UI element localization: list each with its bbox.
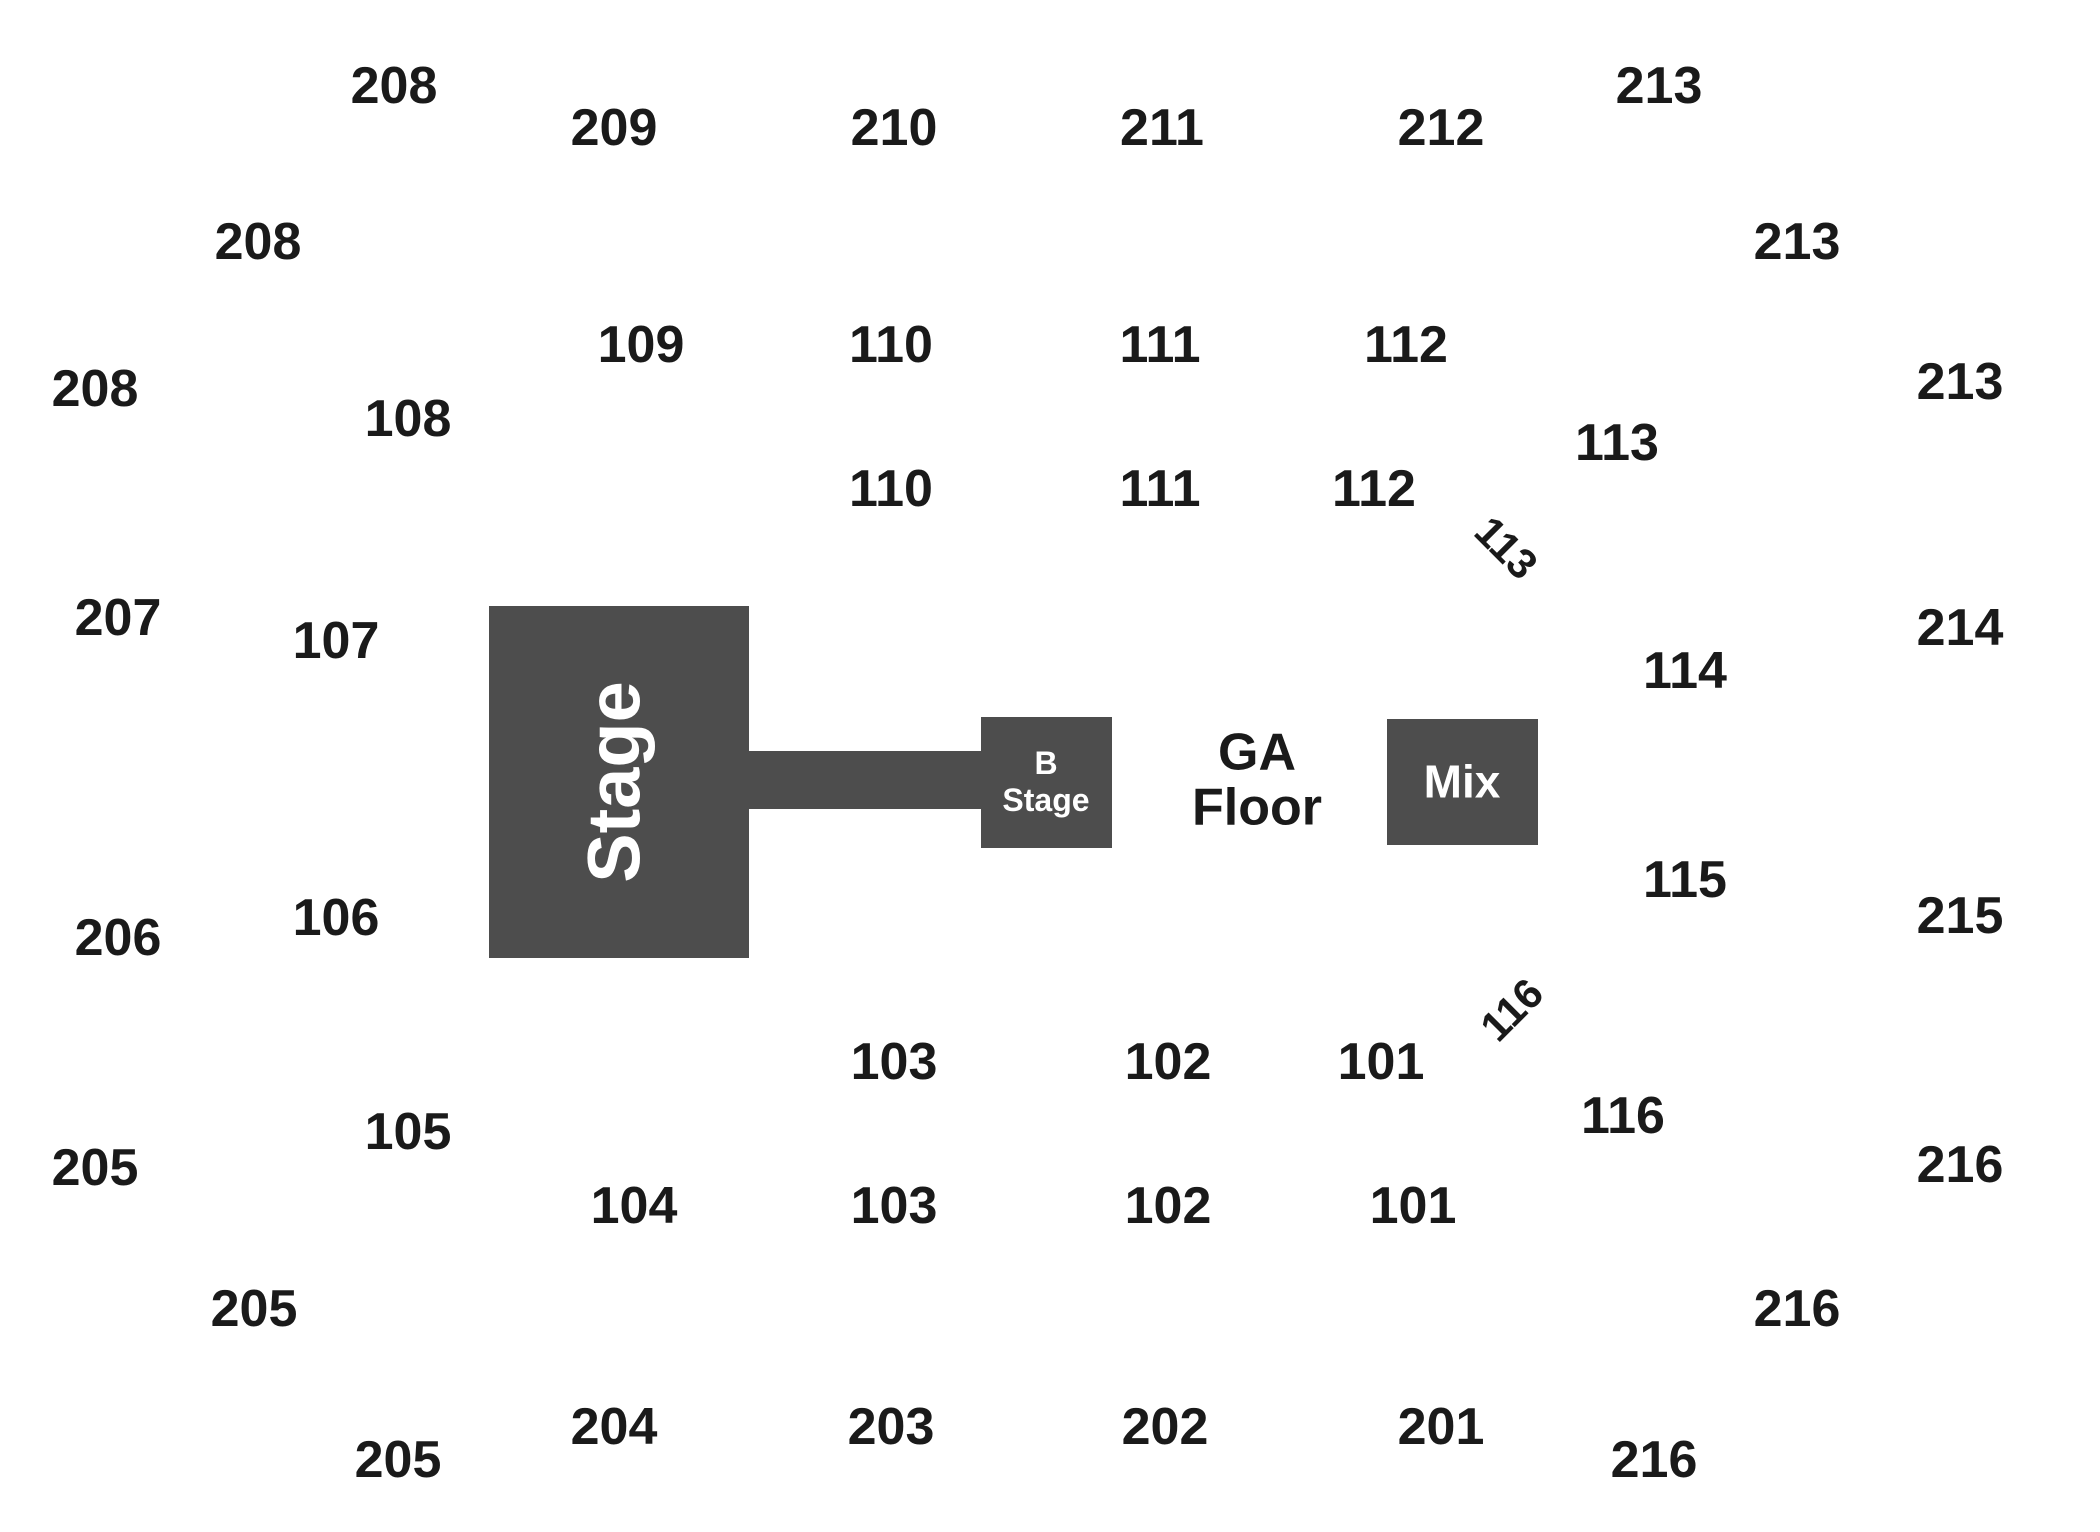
ga-floor-label-line2: Floor — [1192, 778, 1322, 836]
section-209-label[interactable]: 209 — [570, 99, 658, 157]
section-102-label[interactable]: 102 — [1124, 1033, 1212, 1091]
section-116-label[interactable]: 116 — [1471, 969, 1553, 1051]
mix-position[interactable] — [1387, 719, 1538, 845]
section-205-label[interactable]: 205 — [354, 1431, 442, 1489]
section-101-label[interactable]: 101 — [1369, 1177, 1457, 1235]
section-111-label[interactable]: 111 — [1119, 316, 1201, 374]
section-101-label[interactable]: 101 — [1337, 1033, 1425, 1091]
section-112-label[interactable]: 112 — [1332, 460, 1416, 518]
main-stage-label: Stage — [572, 681, 656, 883]
section-212-label[interactable]: 212 — [1397, 99, 1485, 157]
b-stage-label: B Stage — [1002, 745, 1089, 819]
section-213-label[interactable]: 213 — [1615, 57, 1703, 115]
mix-label: Mix — [1423, 755, 1501, 808]
section-113-label[interactable]: 113 — [1575, 414, 1659, 472]
section-210-label[interactable]: 210 — [850, 99, 938, 157]
section-205-label[interactable]: 205 — [51, 1139, 139, 1197]
section-109-label[interactable]: 109 — [597, 316, 685, 374]
section-110-label[interactable]: 110 — [849, 460, 933, 518]
section-216-label[interactable]: 216 — [1916, 1136, 2004, 1194]
section-111-label[interactable]: 111 — [1119, 460, 1201, 518]
section-105-label[interactable]: 105 — [364, 1103, 452, 1161]
b-stage[interactable] — [981, 717, 1112, 848]
b-stage-label-line2: Stage — [1002, 782, 1090, 818]
section-213-label[interactable]: 213 — [1753, 213, 1841, 271]
section-206-label[interactable]: 206 — [74, 909, 162, 967]
section-207-label[interactable]: 207 — [74, 589, 162, 647]
section-211-label[interactable]: 211 — [1120, 99, 1204, 157]
section-202-label[interactable]: 202 — [1121, 1398, 1209, 1456]
section-205-label[interactable]: 205 — [210, 1280, 298, 1338]
section-208-label[interactable]: 208 — [350, 57, 438, 115]
section-201-label[interactable]: 201 — [1397, 1398, 1485, 1456]
section-203-label[interactable]: 203 — [847, 1398, 935, 1456]
section-112-label[interactable]: 112 — [1364, 316, 1448, 374]
b-stage-label-line1: B — [1034, 745, 1058, 782]
section-208-label[interactable]: 208 — [51, 360, 139, 418]
section-215-label[interactable]: 215 — [1916, 887, 2004, 945]
section-116-label[interactable]: 116 — [1581, 1087, 1665, 1145]
section-106-label[interactable]: 106 — [292, 889, 380, 947]
section-103-label[interactable]: 103 — [850, 1033, 938, 1091]
section-108-label[interactable]: 108 — [364, 390, 452, 448]
section-213-label[interactable]: 213 — [1916, 353, 2004, 411]
section-110-label[interactable]: 110 — [849, 316, 933, 374]
main-stage[interactable] — [489, 606, 749, 958]
section-115-label[interactable]: 115 — [1643, 851, 1727, 909]
section-216-label[interactable]: 216 — [1753, 1280, 1841, 1338]
section-102-label[interactable]: 102 — [1124, 1177, 1212, 1235]
section-214-label[interactable]: 214 — [1916, 599, 2004, 657]
section-103-label[interactable]: 103 — [850, 1177, 938, 1235]
section-113-label[interactable]: 113 — [1465, 507, 1547, 589]
ga-floor-label[interactable]: GA Floor — [1192, 725, 1322, 834]
ga-floor-label-line1: GA — [1217, 723, 1296, 782]
section-204-label[interactable]: 204 — [570, 1398, 658, 1456]
section-114-label[interactable]: 114 — [1643, 642, 1727, 700]
section-104-label[interactable]: 104 — [590, 1177, 678, 1235]
section-107-label[interactable]: 107 — [292, 612, 380, 670]
stage-runway — [748, 751, 983, 809]
section-216-label[interactable]: 216 — [1610, 1431, 1698, 1489]
section-208-label[interactable]: 208 — [214, 213, 302, 271]
